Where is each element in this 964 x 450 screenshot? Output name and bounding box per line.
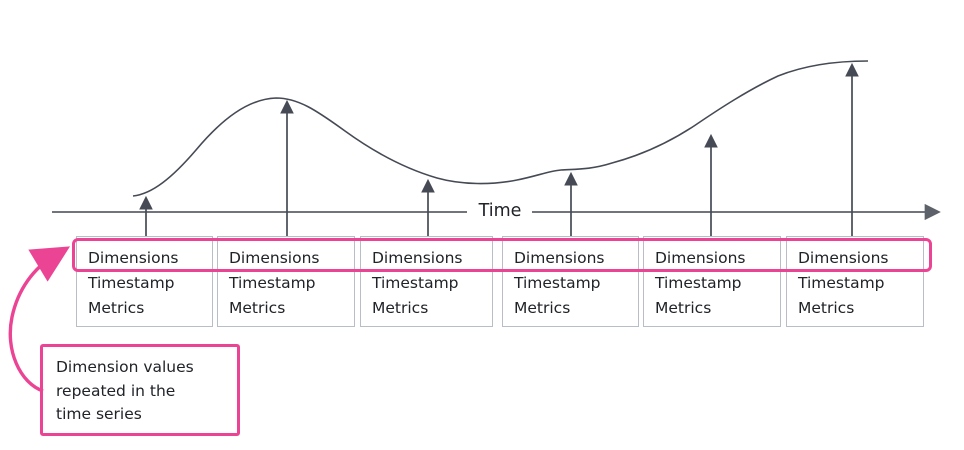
record-box-2: Dimensions Timestamp Metrics	[217, 236, 355, 327]
callout-text-line: repeated in the	[56, 381, 176, 400]
record-metrics-label: Metrics	[372, 299, 429, 317]
record-metrics-label: Metrics	[88, 299, 145, 317]
record-metrics-label: Metrics	[655, 299, 712, 317]
record-box-6: Dimensions Timestamp Metrics	[786, 236, 924, 327]
record-dimensions-label: Dimensions	[229, 249, 320, 267]
callout-box: Dimension values repeated in the time se…	[40, 344, 240, 436]
record-dimensions-label: Dimensions	[514, 249, 605, 267]
record-dimensions-label: Dimensions	[798, 249, 889, 267]
record-timestamp-label: Timestamp	[229, 274, 316, 292]
record-dimensions-label: Dimensions	[655, 249, 746, 267]
record-metrics-label: Metrics	[514, 299, 571, 317]
callout-text-line: Dimension values	[56, 358, 194, 376]
record-timestamp-label: Timestamp	[88, 274, 175, 292]
callout-text-line: time series	[56, 405, 142, 423]
record-timestamp-label: Timestamp	[372, 274, 459, 292]
record-box-3: Dimensions Timestamp Metrics	[360, 236, 493, 327]
record-metrics-label: Metrics	[229, 299, 286, 317]
timeseries-curve	[132, 60, 869, 197]
time-axis-label: Time	[478, 201, 522, 221]
record-dimensions-label: Dimensions	[372, 249, 463, 267]
record-box-4: Dimensions Timestamp Metrics	[502, 236, 639, 327]
record-box-1: Dimensions Timestamp Metrics	[76, 236, 213, 327]
record-dimensions-label: Dimensions	[88, 249, 179, 267]
record-timestamp-label: Timestamp	[798, 274, 885, 292]
record-box-5: Dimensions Timestamp Metrics	[643, 236, 781, 327]
record-timestamp-label: Timestamp	[655, 274, 742, 292]
record-timestamp-label: Timestamp	[514, 274, 601, 292]
record-metrics-label: Metrics	[798, 299, 855, 317]
